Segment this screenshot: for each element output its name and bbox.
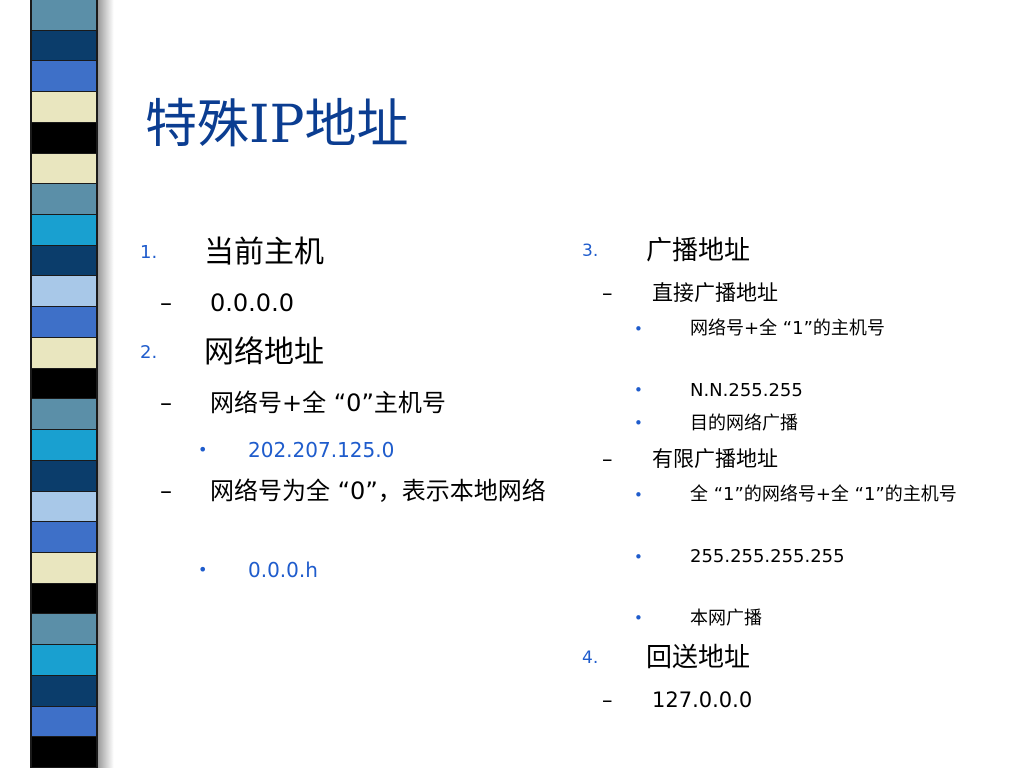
outline-text: 全 “1”的网络号+全 “1”的主机号 <box>690 484 957 505</box>
outline-text: 255.255.255.255 <box>690 546 845 567</box>
outline-subitem: – 有限广播地址 <box>582 440 1002 478</box>
bullet-icon: • <box>634 609 643 627</box>
outline-text: 回送地址 <box>646 643 751 673</box>
stripe-band <box>32 737 96 768</box>
dash-marker: – <box>602 447 613 471</box>
outline-text: 127.0.0.0 <box>652 688 753 712</box>
bullet-icon: • <box>634 548 643 566</box>
stripe-band <box>32 215 96 246</box>
outline-heading: 4. 回送地址 <box>582 635 1002 681</box>
bullet-icon: • <box>198 560 208 579</box>
dash-marker: – <box>160 477 172 505</box>
outline-text: 0.0.0.0 <box>210 289 294 317</box>
outline-text: 网络号+全 “1”的主机号 <box>690 318 885 339</box>
outline-subitem: – 127.0.0.0 <box>582 681 1002 719</box>
outline-text: 本网广播 <box>690 608 762 629</box>
stripe-band <box>32 61 96 93</box>
outline-bullet-item: • 202.207.125.0 <box>140 428 560 472</box>
stripe-band <box>32 307 96 338</box>
dash-marker: – <box>602 281 613 305</box>
outline-text: 有限广播地址 <box>652 447 778 471</box>
list-number: 2. <box>140 342 158 363</box>
stripe-band <box>32 153 96 185</box>
stripe-band <box>32 460 96 492</box>
list-number: 3. <box>582 241 599 261</box>
stripe-band <box>32 583 96 615</box>
outline-bullet-item: • 0.0.0.h <box>140 548 560 592</box>
bullet-icon: • <box>634 320 643 338</box>
outline-subitem: – 直接广播地址 <box>582 274 1002 312</box>
outline-text: 202.207.125.0 <box>248 438 395 462</box>
outline-text: 网络地址 <box>204 335 324 370</box>
bullet-icon: • <box>198 440 208 459</box>
list-number: 4. <box>582 648 599 668</box>
stripe-band <box>32 368 96 400</box>
stripe-band <box>32 399 96 431</box>
stripe-band <box>32 92 96 123</box>
stripe-band <box>32 645 96 676</box>
dash-marker: – <box>160 389 172 417</box>
stripe-band <box>32 430 96 461</box>
outline-bullet-item: • 网络号+全 “1”的主机号 <box>582 312 1002 374</box>
outline-subitem: – 0.0.0.0 <box>140 278 560 328</box>
stripe-band <box>32 184 96 216</box>
list-number: 1. <box>140 242 158 263</box>
outline-text: 广播地址 <box>646 236 751 266</box>
outline-bullet-item: • 255.255.255.255 <box>582 540 1002 602</box>
stripe-band <box>32 276 96 308</box>
outline-text: 直接广播地址 <box>652 281 778 305</box>
stripe-band <box>32 0 96 31</box>
outline-heading: 1. 当前主机 <box>140 228 560 278</box>
outline-text: 目的网络广播 <box>690 413 798 434</box>
stripe-band <box>32 675 96 707</box>
outline-text: 0.0.0.h <box>248 558 318 582</box>
left-column: 1. 当前主机 – 0.0.0.0 2. 网络地址 – 网络号+全 “0”主机号 • 202.20… <box>140 228 560 592</box>
right-column: 3.广播地址–直接广播地址•网络号+全 “1”的主机号•N.N.255.255•… <box>582 228 1002 719</box>
bullet-icon: • <box>634 381 643 399</box>
stripe-band <box>32 491 96 523</box>
stripe-band <box>32 30 96 62</box>
dash-marker: – <box>602 688 613 712</box>
stripe-band <box>32 337 96 369</box>
dash-marker: – <box>160 289 172 317</box>
outline-bullet-item: • 本网广播 <box>582 602 1002 635</box>
outline-heading: 3. 广播地址 <box>582 228 1002 274</box>
outline-text: 当前主机 <box>204 235 324 270</box>
outline-subitem: – 网络号为全 “0”，表示本地网络 <box>140 472 560 548</box>
stripe-band <box>32 706 96 738</box>
outline-bullet-item: • N.N.255.255 <box>582 374 1002 407</box>
outline-heading: 2. 网络地址 <box>140 328 560 378</box>
outline-text: 网络号+全 “0”主机号 <box>210 389 446 417</box>
decorative-stripe <box>30 0 98 768</box>
stripe-band <box>32 552 96 584</box>
outline-text: 网络号为全 “0”，表示本地网络 <box>210 477 546 505</box>
outline-subitem: – 网络号+全 “0”主机号 <box>140 378 560 428</box>
outline-text: N.N.255.255 <box>690 380 803 401</box>
slide-title: 特殊IP地址 <box>145 95 409 155</box>
stripe-band <box>32 122 96 154</box>
bullet-icon: • <box>634 486 643 504</box>
outline-bullet-item: • 全 “1”的网络号+全 “1”的主机号 <box>582 478 1002 540</box>
stripe-band <box>32 522 96 553</box>
stripe-shadow <box>98 0 114 768</box>
stripe-band <box>32 245 96 277</box>
outline-bullet-item: • 目的网络广播 <box>582 407 1002 440</box>
stripe-band <box>32 614 96 646</box>
bullet-icon: • <box>634 414 643 432</box>
